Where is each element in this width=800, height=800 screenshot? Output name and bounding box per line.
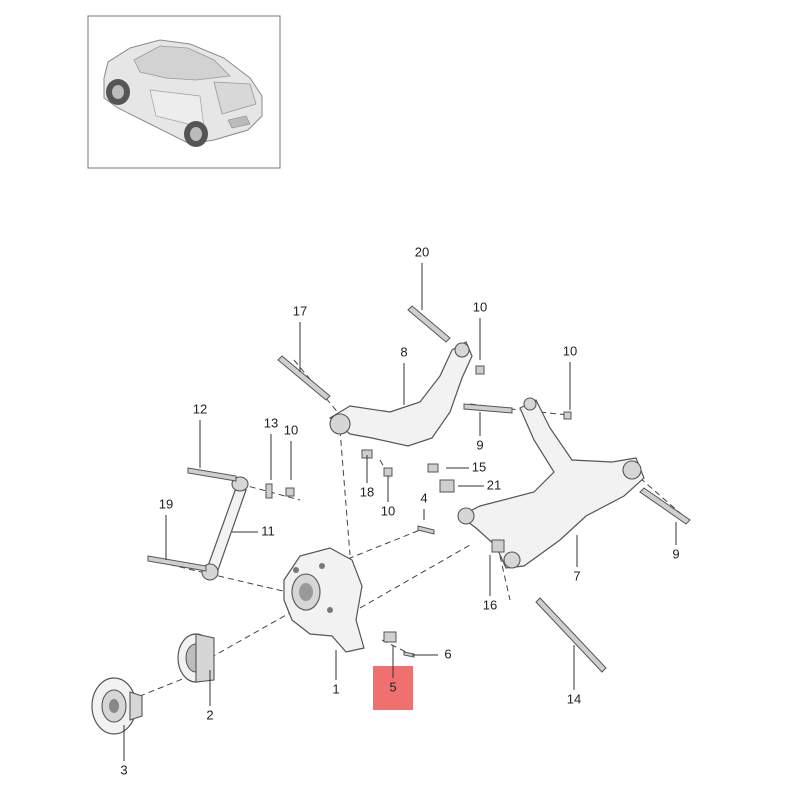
callout-number: 18 xyxy=(360,484,374,499)
callout-2: 2 xyxy=(206,670,214,722)
nut-10-c xyxy=(285,487,295,497)
callout-9: 9 xyxy=(672,522,680,561)
bolt-12 xyxy=(187,467,237,482)
callout-number: 20 xyxy=(415,244,429,259)
callout-18: 18 xyxy=(360,455,374,499)
sensor-5 xyxy=(383,631,397,643)
callout-6: 6 xyxy=(412,646,452,661)
callout-10: 10 xyxy=(563,343,577,410)
callout-20: 20 xyxy=(415,244,429,310)
callout-number: 2 xyxy=(206,707,213,722)
callout-number: 7 xyxy=(573,568,580,583)
callout-4: 4 xyxy=(420,490,428,520)
bracket-21 xyxy=(439,479,455,493)
callout-10: 10 xyxy=(284,422,298,480)
callout-11: 11 xyxy=(232,523,275,538)
lower-control-arm-part xyxy=(457,397,645,569)
callout-17: 17 xyxy=(293,303,307,372)
callout-12: 12 xyxy=(193,401,207,468)
wheel-bearing-part xyxy=(177,633,215,683)
callout-number: 10 xyxy=(284,422,298,437)
vehicle-inset xyxy=(87,15,281,169)
callout-number: 16 xyxy=(483,597,497,612)
callout-13: 13 xyxy=(264,415,278,480)
wheel-hub-part xyxy=(91,677,143,735)
screw-6 xyxy=(403,651,415,658)
callout-10: 10 xyxy=(473,299,487,360)
callout-number: 6 xyxy=(444,646,451,661)
toe-link-part xyxy=(201,476,249,581)
nut-10-b xyxy=(563,411,572,420)
washer-13 xyxy=(265,483,273,499)
callout-9: 9 xyxy=(476,412,484,452)
callout-number: 1 xyxy=(332,681,339,696)
nut-10-a xyxy=(475,365,485,375)
bolt-17 xyxy=(277,355,331,401)
callout-3: 3 xyxy=(120,725,128,777)
callout-number: 14 xyxy=(567,691,581,706)
bolt-9-lower xyxy=(639,487,691,525)
callout-number: 17 xyxy=(293,303,307,318)
callout-1: 1 xyxy=(332,650,340,696)
callout-number: 15 xyxy=(472,459,486,474)
bolt-19 xyxy=(147,555,207,572)
vehicle-icon xyxy=(103,39,263,147)
wheel-carrier-part xyxy=(283,547,365,653)
callout-number: 10 xyxy=(473,299,487,314)
callout-number: 10 xyxy=(381,503,395,518)
callout-number: 13 xyxy=(264,415,278,430)
callout-19: 19 xyxy=(159,496,173,560)
callout-number: 10 xyxy=(563,343,577,358)
callout-number: 19 xyxy=(159,496,173,511)
bolt-14 xyxy=(535,597,607,673)
bolt-9-upper xyxy=(463,403,513,414)
bushing-16 xyxy=(491,539,505,553)
callout-number: 5 xyxy=(389,679,396,694)
callout-14: 14 xyxy=(567,645,581,706)
callout-10: 10 xyxy=(381,476,395,518)
callout-number: 4 xyxy=(420,490,427,505)
callout-7: 7 xyxy=(573,535,581,583)
callout-21: 21 xyxy=(458,477,501,492)
callout-number: 12 xyxy=(193,401,207,416)
callout-number: 3 xyxy=(120,762,127,777)
callout-15: 15 xyxy=(446,459,486,474)
callout-number: 8 xyxy=(400,344,407,359)
nut-15 xyxy=(427,463,439,473)
upper-control-arm-part xyxy=(328,341,473,447)
nut-10-d xyxy=(383,467,393,477)
callout-number: 9 xyxy=(672,546,679,561)
callout-number: 21 xyxy=(487,477,501,492)
hardware-parts xyxy=(147,305,691,673)
callout-8: 8 xyxy=(400,344,408,405)
bolt-4 xyxy=(417,525,435,535)
bolt-20 xyxy=(407,305,451,343)
callout-number: 11 xyxy=(261,523,275,538)
callout-16: 16 xyxy=(483,555,497,612)
callout-5: 5 xyxy=(373,645,413,710)
callout-number: 9 xyxy=(476,437,483,452)
